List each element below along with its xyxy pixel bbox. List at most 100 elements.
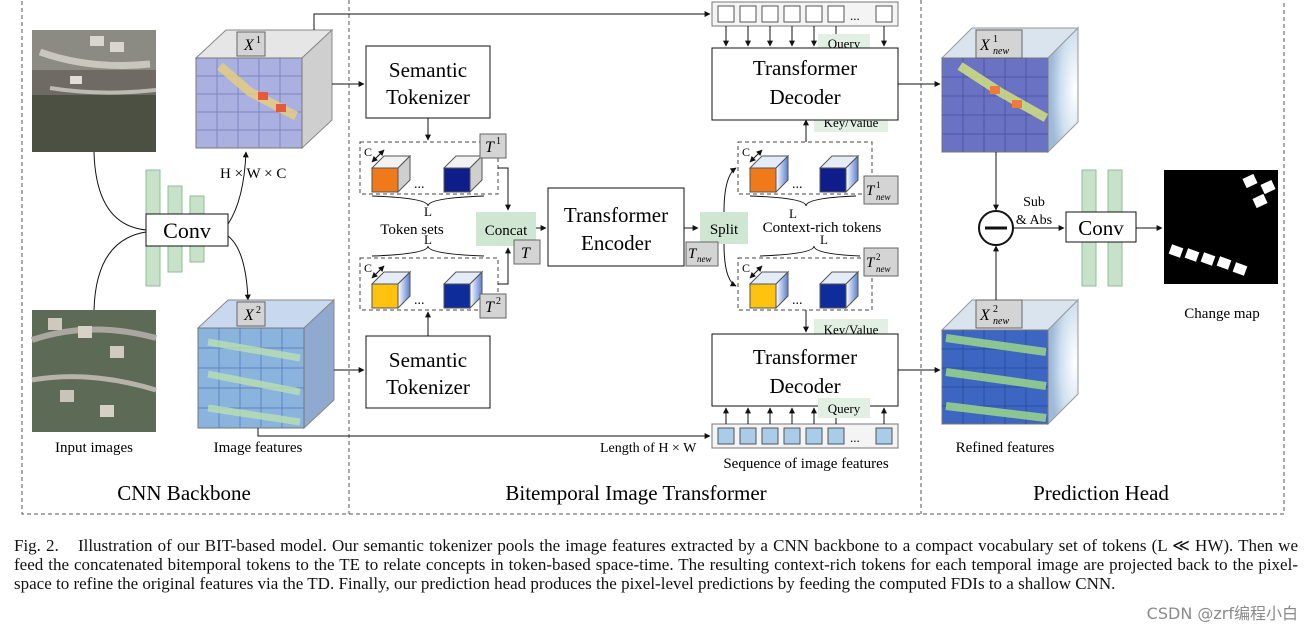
edge-t1-concat <box>498 167 511 211</box>
concat-label: Concat <box>485 223 528 239</box>
t1-brace <box>371 195 485 207</box>
change-map <box>1164 170 1278 284</box>
head-conv-box <box>1065 211 1137 243</box>
query-bottom-ellipsis: ... <box>850 430 860 445</box>
x2-tag-sup: 2 <box>256 305 261 316</box>
semantic-tokenizer-2 <box>365 335 491 409</box>
ctx1-c-arrow <box>749 149 763 163</box>
ctx2-ellipsis: ... <box>792 293 803 308</box>
x1-tag-sup: 1 <box>256 35 261 46</box>
section-cnn-backbone: CNN Backbone <box>117 481 251 505</box>
feature-cube-x1 <box>194 28 334 150</box>
image-features-label: Image features <box>214 440 303 456</box>
transformer-decoder-2-line1: Transformer <box>753 345 857 369</box>
watermark: CSDN @zrf编程小白 <box>1146 604 1298 623</box>
t2-l-label: L <box>424 232 432 247</box>
edge-split-tnew1 <box>723 167 737 213</box>
t2-tag <box>479 293 507 319</box>
t1-l-label: L <box>424 204 432 219</box>
abs-label: & Abs <box>1016 213 1052 228</box>
x-new2-sup: 2 <box>993 304 998 315</box>
semantic-tokenizer-1-line2: Tokenizer <box>386 85 470 109</box>
t-new1-text: T <box>866 183 876 199</box>
x2-tag <box>236 301 266 327</box>
t-new-tag-text: T <box>688 246 698 262</box>
ctx1-brace <box>749 195 857 207</box>
t1-tag <box>479 133 507 159</box>
sequence-label: Sequence of image features <box>723 456 888 472</box>
t1-tag-text: T <box>485 139 495 156</box>
x-new1-text: X <box>979 37 991 54</box>
t1-c-label: C <box>364 145 372 159</box>
head-conv-label: Conv <box>1078 216 1124 240</box>
query-sequence-bottom <box>711 423 899 449</box>
section-prediction-head: Prediction Head <box>1033 481 1169 505</box>
t-new-tag <box>685 241 719 267</box>
transformer-decoder-1 <box>711 47 899 121</box>
outer-border <box>21 0 1285 515</box>
query-top-arrows <box>723 26 887 47</box>
semantic-tokenizer-2-line1: Semantic <box>389 348 467 372</box>
ctx2-brace <box>759 245 861 257</box>
length-of-label: Length of H × W <box>600 441 697 456</box>
transformer-encoder-line2: Encoder <box>581 231 651 255</box>
edge-x1-query-seq <box>313 11 711 30</box>
feature-cube-x2 <box>196 298 336 430</box>
backbone-conv-label: Conv <box>163 218 211 243</box>
ctx2-c-arrow <box>749 265 763 279</box>
x-new1-tag <box>975 29 1023 59</box>
figure-number: Fig. 2. <box>14 536 59 555</box>
edge-img1-conv <box>93 151 147 231</box>
query-top-ellipsis: ... <box>850 8 860 23</box>
transformer-decoder-1-line1: Transformer <box>753 56 857 80</box>
semantic-tokenizer-1-line1: Semantic <box>389 58 467 82</box>
key-value-label-2: Key/Value <box>824 322 879 337</box>
token-set-t2 <box>359 257 499 311</box>
t2-c-arrow <box>371 265 385 279</box>
hwc-label: H × W × C <box>220 166 286 182</box>
transformer-encoder <box>547 187 685 267</box>
x2-tag-text: X <box>243 307 255 324</box>
x-new2-text: X <box>979 307 991 324</box>
edge-t2-concat <box>498 247 511 285</box>
figure-caption-text: Illustration of our BIT-based model. Our… <box>14 536 1298 593</box>
x-new2-tag <box>975 299 1023 329</box>
transformer-decoder-1-line2: Decoder <box>769 85 840 109</box>
t2-ellipsis: ... <box>414 293 425 308</box>
refined-features-label: Refined features <box>956 440 1055 456</box>
edge-conv-x2 <box>227 235 251 301</box>
section-bit: Bitemporal Image Transformer <box>505 481 766 505</box>
t-tag-text: T <box>521 245 531 262</box>
context-token-set-1 <box>737 141 873 195</box>
split-label: Split <box>710 222 739 238</box>
ctx2-c-label: C <box>742 261 750 275</box>
transformer-decoder-2-line2: Decoder <box>769 374 840 398</box>
semantic-tokenizer-2-line2: Tokenizer <box>386 375 470 399</box>
t-new2-sub: new <box>876 264 891 274</box>
query-label-2: Query <box>828 401 861 416</box>
x-new1-sup: 1 <box>993 34 998 45</box>
t-new1-sup: 1 <box>876 180 881 190</box>
input-image-2 <box>31 310 157 432</box>
token-set-t1 <box>359 141 499 195</box>
edge-conv-x1 <box>227 151 249 225</box>
token-sets-label: Token sets <box>380 222 444 238</box>
ctx1-l-label: L <box>789 206 797 221</box>
query-label-1: Query <box>828 36 861 51</box>
t-new1-sub: new <box>876 192 891 202</box>
edge-split-tnew2 <box>723 243 737 287</box>
x1-tag <box>236 31 266 57</box>
context-token-set-2 <box>737 257 873 311</box>
t1-tag-sup: 1 <box>496 136 501 147</box>
t2-tag-sup: 2 <box>496 296 501 307</box>
input-image-1 <box>32 30 157 152</box>
t2-tag-text: T <box>485 299 495 316</box>
query-tag-2 <box>818 398 870 418</box>
t-new2-text: T <box>866 255 876 271</box>
ctx1-c-label: C <box>742 145 750 159</box>
t-new2-sup: 2 <box>876 252 881 262</box>
figure-caption: Fig. 2. Illustration of our BIT-based mo… <box>14 536 1298 593</box>
edge-x2-query-seq <box>257 428 711 439</box>
t-tag <box>513 239 541 265</box>
